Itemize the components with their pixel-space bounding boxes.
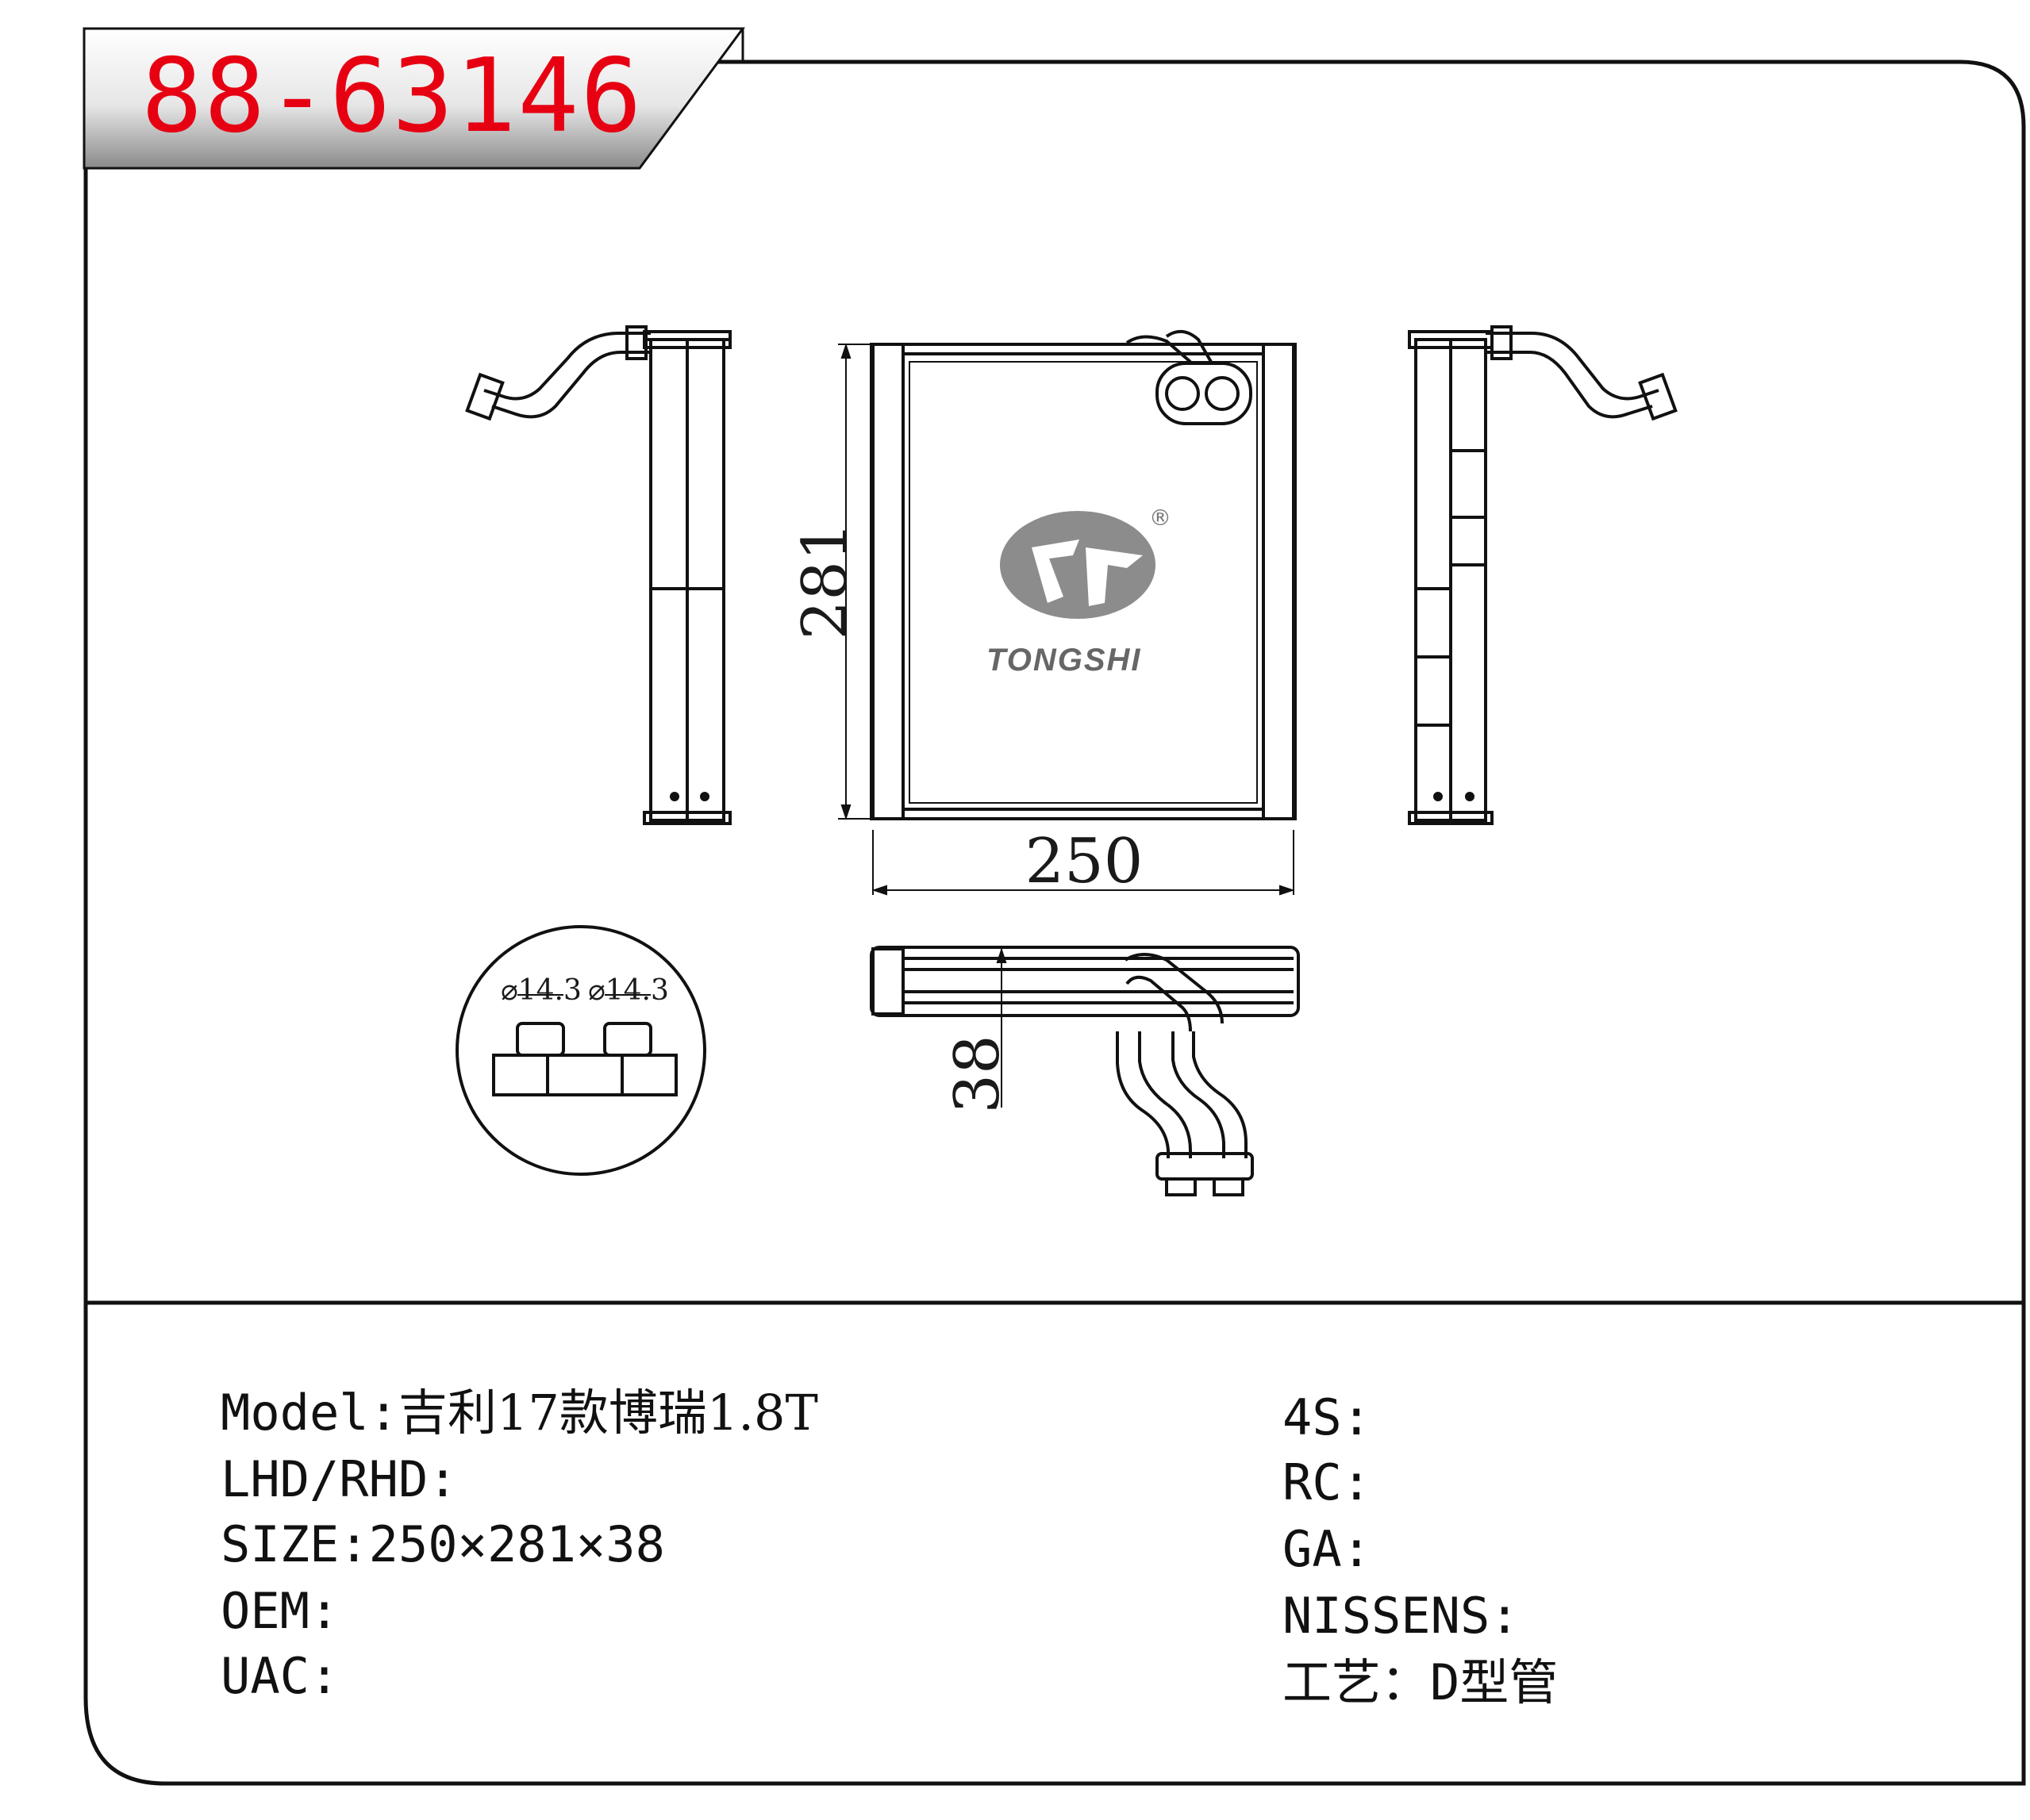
pipe-b-diameter: ⌀14.3 xyxy=(588,974,669,1007)
spec-label: GA xyxy=(1282,1520,1342,1578)
tongshi-logo-mark xyxy=(1000,511,1155,619)
pipe-detail-circle xyxy=(456,925,706,1176)
spec-label: UAC xyxy=(221,1647,309,1705)
top-view xyxy=(870,946,1300,1196)
spec-value: 250×281×38 xyxy=(368,1515,665,1573)
spec-oem: OEM: xyxy=(221,1587,339,1636)
spec-lhd-rhd: LHD/RHD: xyxy=(221,1455,458,1504)
dim-width-label: 250 xyxy=(1025,826,1144,897)
spec-separator: : xyxy=(309,1647,340,1705)
spec-label: OEM xyxy=(221,1582,309,1640)
part-number: 88-63146 xyxy=(141,37,644,156)
spec-nissens: NISSENS: xyxy=(1282,1592,1520,1641)
spec-label: SIZE xyxy=(221,1515,340,1573)
spec-separator: : xyxy=(368,1384,398,1442)
left-side-view xyxy=(465,325,732,825)
spec-ga: GA: xyxy=(1282,1525,1371,1574)
front-view xyxy=(838,330,1297,896)
outer-frame xyxy=(83,60,2026,1786)
dim-height-label: 281 xyxy=(790,522,861,640)
spec-label: LHD/RHD xyxy=(221,1450,429,1508)
title-banner xyxy=(83,27,745,170)
spec-separator: : xyxy=(1341,1388,1371,1446)
spec-value: 吉利17款博瑞1.8T xyxy=(398,1384,818,1442)
spec-label: NISSENS xyxy=(1282,1587,1490,1645)
spec-label: Model xyxy=(221,1384,369,1442)
spec-label: 4S xyxy=(1282,1388,1342,1446)
spec-value: D型管 xyxy=(1430,1653,1559,1711)
spec-separator: : xyxy=(1341,1520,1371,1578)
spec-process: 工艺：D型管 xyxy=(1282,1658,1558,1707)
spec-model: Model:吉利17款博瑞1.8T xyxy=(221,1388,818,1438)
pipe-a-diameter: ⌀14.3 xyxy=(501,974,582,1007)
logo-wordmark: TONGSHI xyxy=(986,643,1142,678)
spec-label: 工艺 xyxy=(1282,1653,1382,1711)
right-side-view xyxy=(1408,325,1678,825)
spec-label: RC xyxy=(1282,1453,1342,1511)
dim-depth-label: 38 xyxy=(942,1035,1013,1113)
spec-uac: UAC: xyxy=(221,1652,339,1701)
spec-rc: RC: xyxy=(1282,1458,1371,1507)
spec-separator: : xyxy=(428,1450,458,1508)
spec-separator: ： xyxy=(1381,1653,1431,1711)
spec-size: SIZE:250×281×38 xyxy=(221,1520,665,1569)
spec-4s: 4S: xyxy=(1282,1393,1371,1442)
spec-separator: : xyxy=(1341,1453,1371,1511)
spec-separator: : xyxy=(1490,1587,1520,1645)
spec-separator: : xyxy=(309,1582,340,1640)
spec-separator: : xyxy=(339,1515,369,1573)
registered-mark: ® xyxy=(1149,505,1171,531)
